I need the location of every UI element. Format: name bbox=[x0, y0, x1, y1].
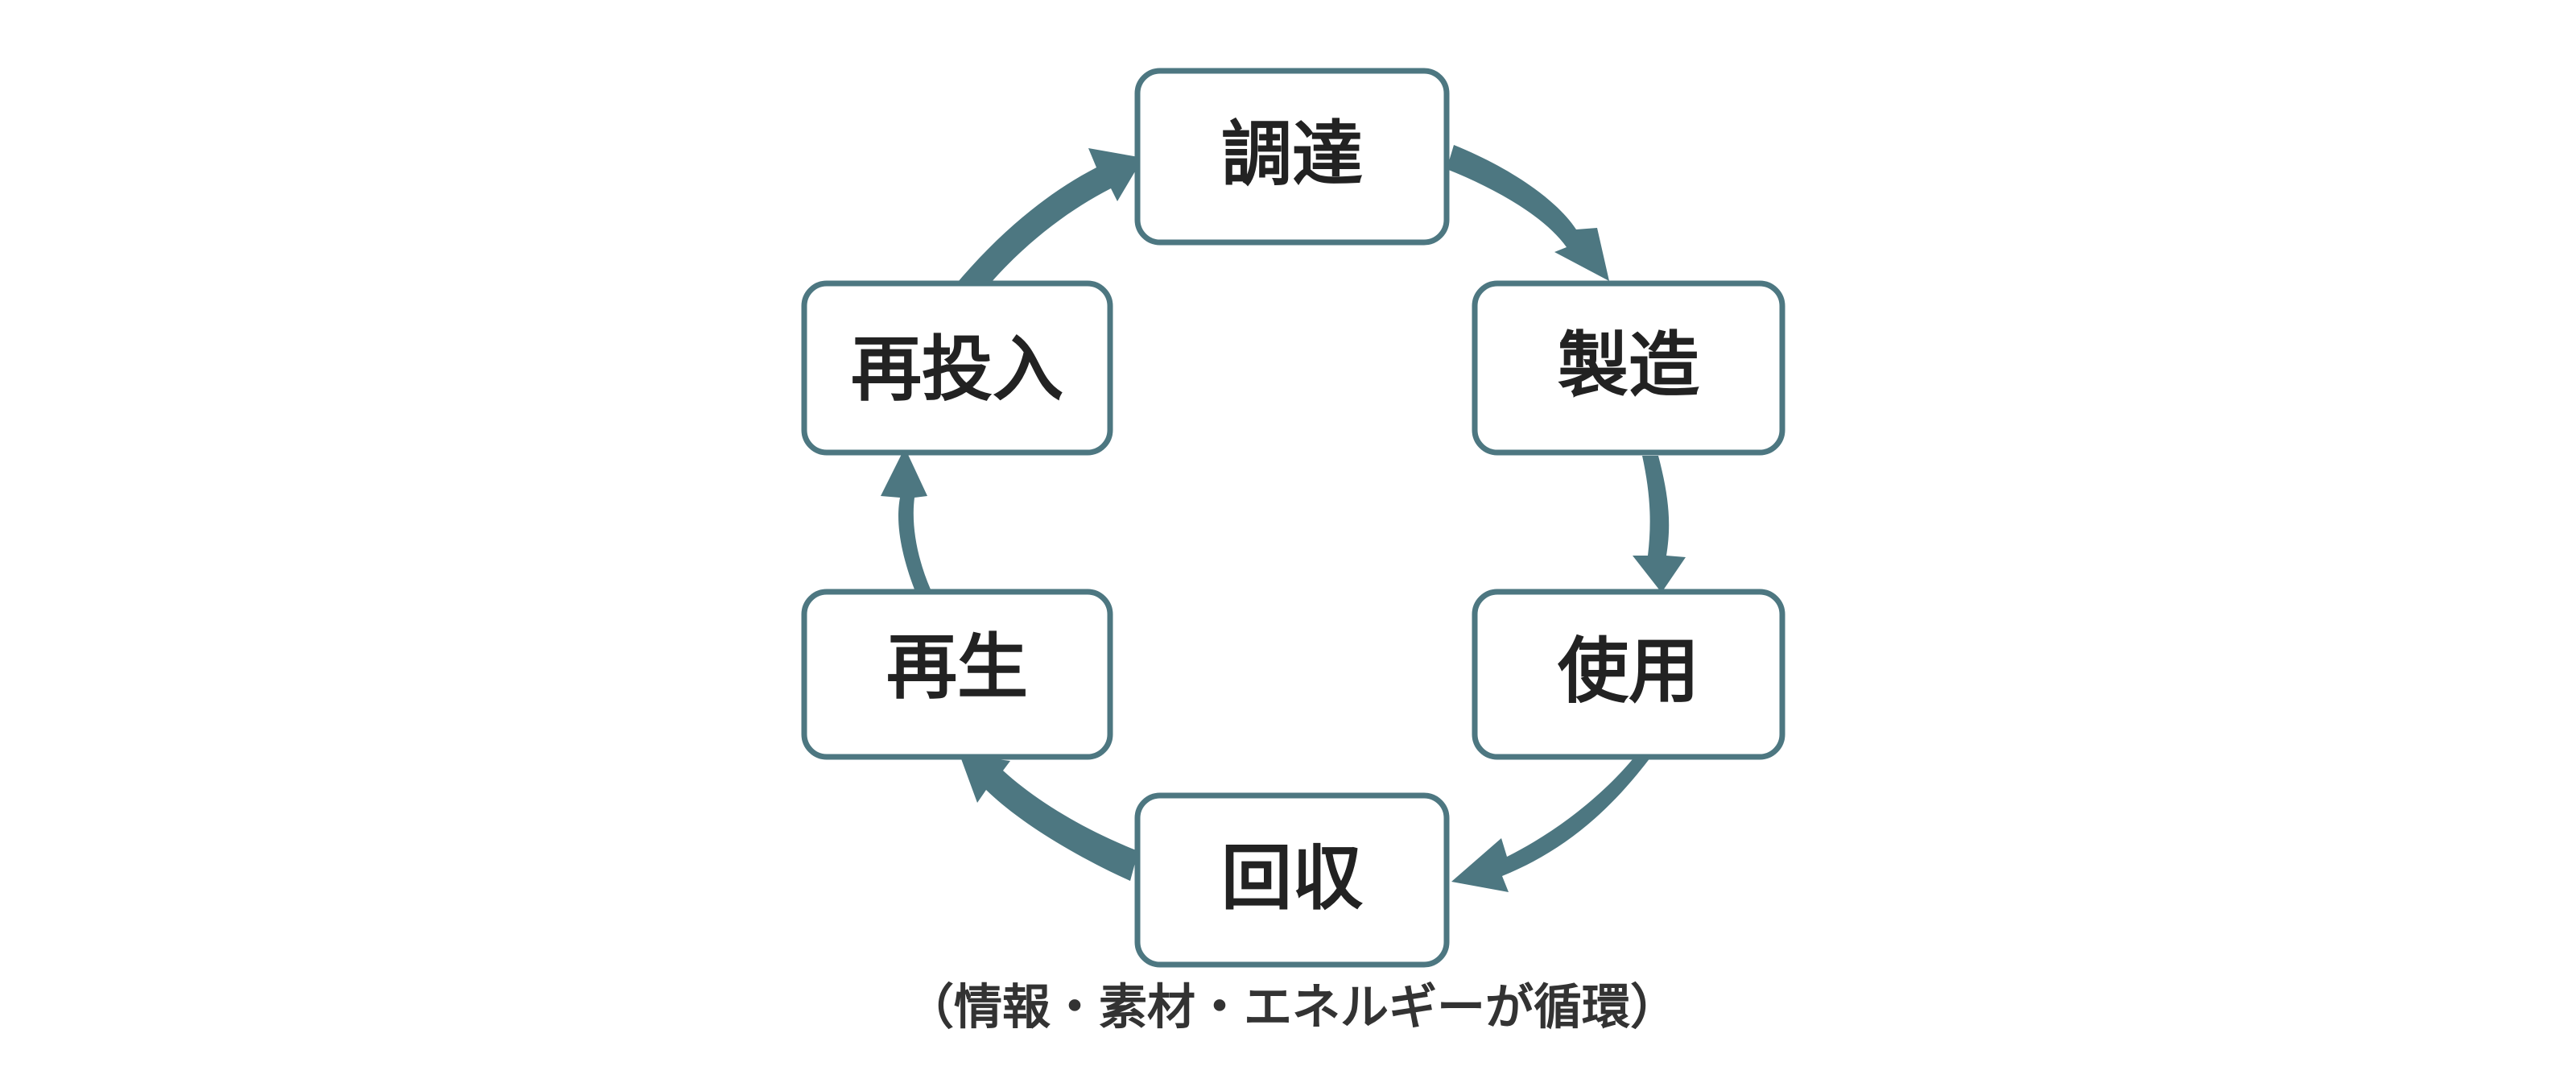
arrow-procurement-to-manufacturing bbox=[1447, 145, 1609, 281]
cycle-caption: （情報・素材・エネルギーが循環） bbox=[906, 980, 1678, 1036]
node-manufacturing: 製造 bbox=[1472, 280, 1785, 456]
arrow-reinput-to-procurement bbox=[954, 148, 1143, 288]
arrow-manufacturing-to-use bbox=[1633, 456, 1686, 593]
node-reinput-label: 再投入 bbox=[851, 328, 1063, 411]
node-use: 使用 bbox=[1472, 589, 1785, 760]
node-reinput: 再投入 bbox=[801, 280, 1113, 456]
cycle-arrows bbox=[881, 145, 1686, 892]
node-recovery-box bbox=[1134, 792, 1450, 968]
node-recovery-label: 回収 bbox=[1221, 837, 1363, 920]
node-regeneration-label: 再生 bbox=[886, 626, 1028, 709]
node-procurement: 調達 bbox=[1134, 68, 1450, 246]
node-regeneration: 再生 bbox=[801, 589, 1113, 760]
arrow-recovery-to-regeneration bbox=[960, 754, 1138, 881]
node-reinput-box bbox=[801, 280, 1113, 456]
node-recovery: 回収 bbox=[1134, 792, 1450, 968]
node-procurement-box bbox=[1134, 68, 1450, 246]
node-procurement-label: 調達 bbox=[1221, 113, 1363, 196]
node-use-box bbox=[1472, 589, 1785, 760]
node-manufacturing-label: 製造 bbox=[1558, 324, 1699, 407]
node-regeneration-box bbox=[801, 589, 1113, 760]
arrow-use-to-recovery bbox=[1451, 754, 1653, 892]
arrow-regeneration-to-reinput bbox=[881, 448, 931, 589]
node-manufacturing-box bbox=[1472, 280, 1785, 456]
node-use-label: 使用 bbox=[1558, 630, 1699, 713]
